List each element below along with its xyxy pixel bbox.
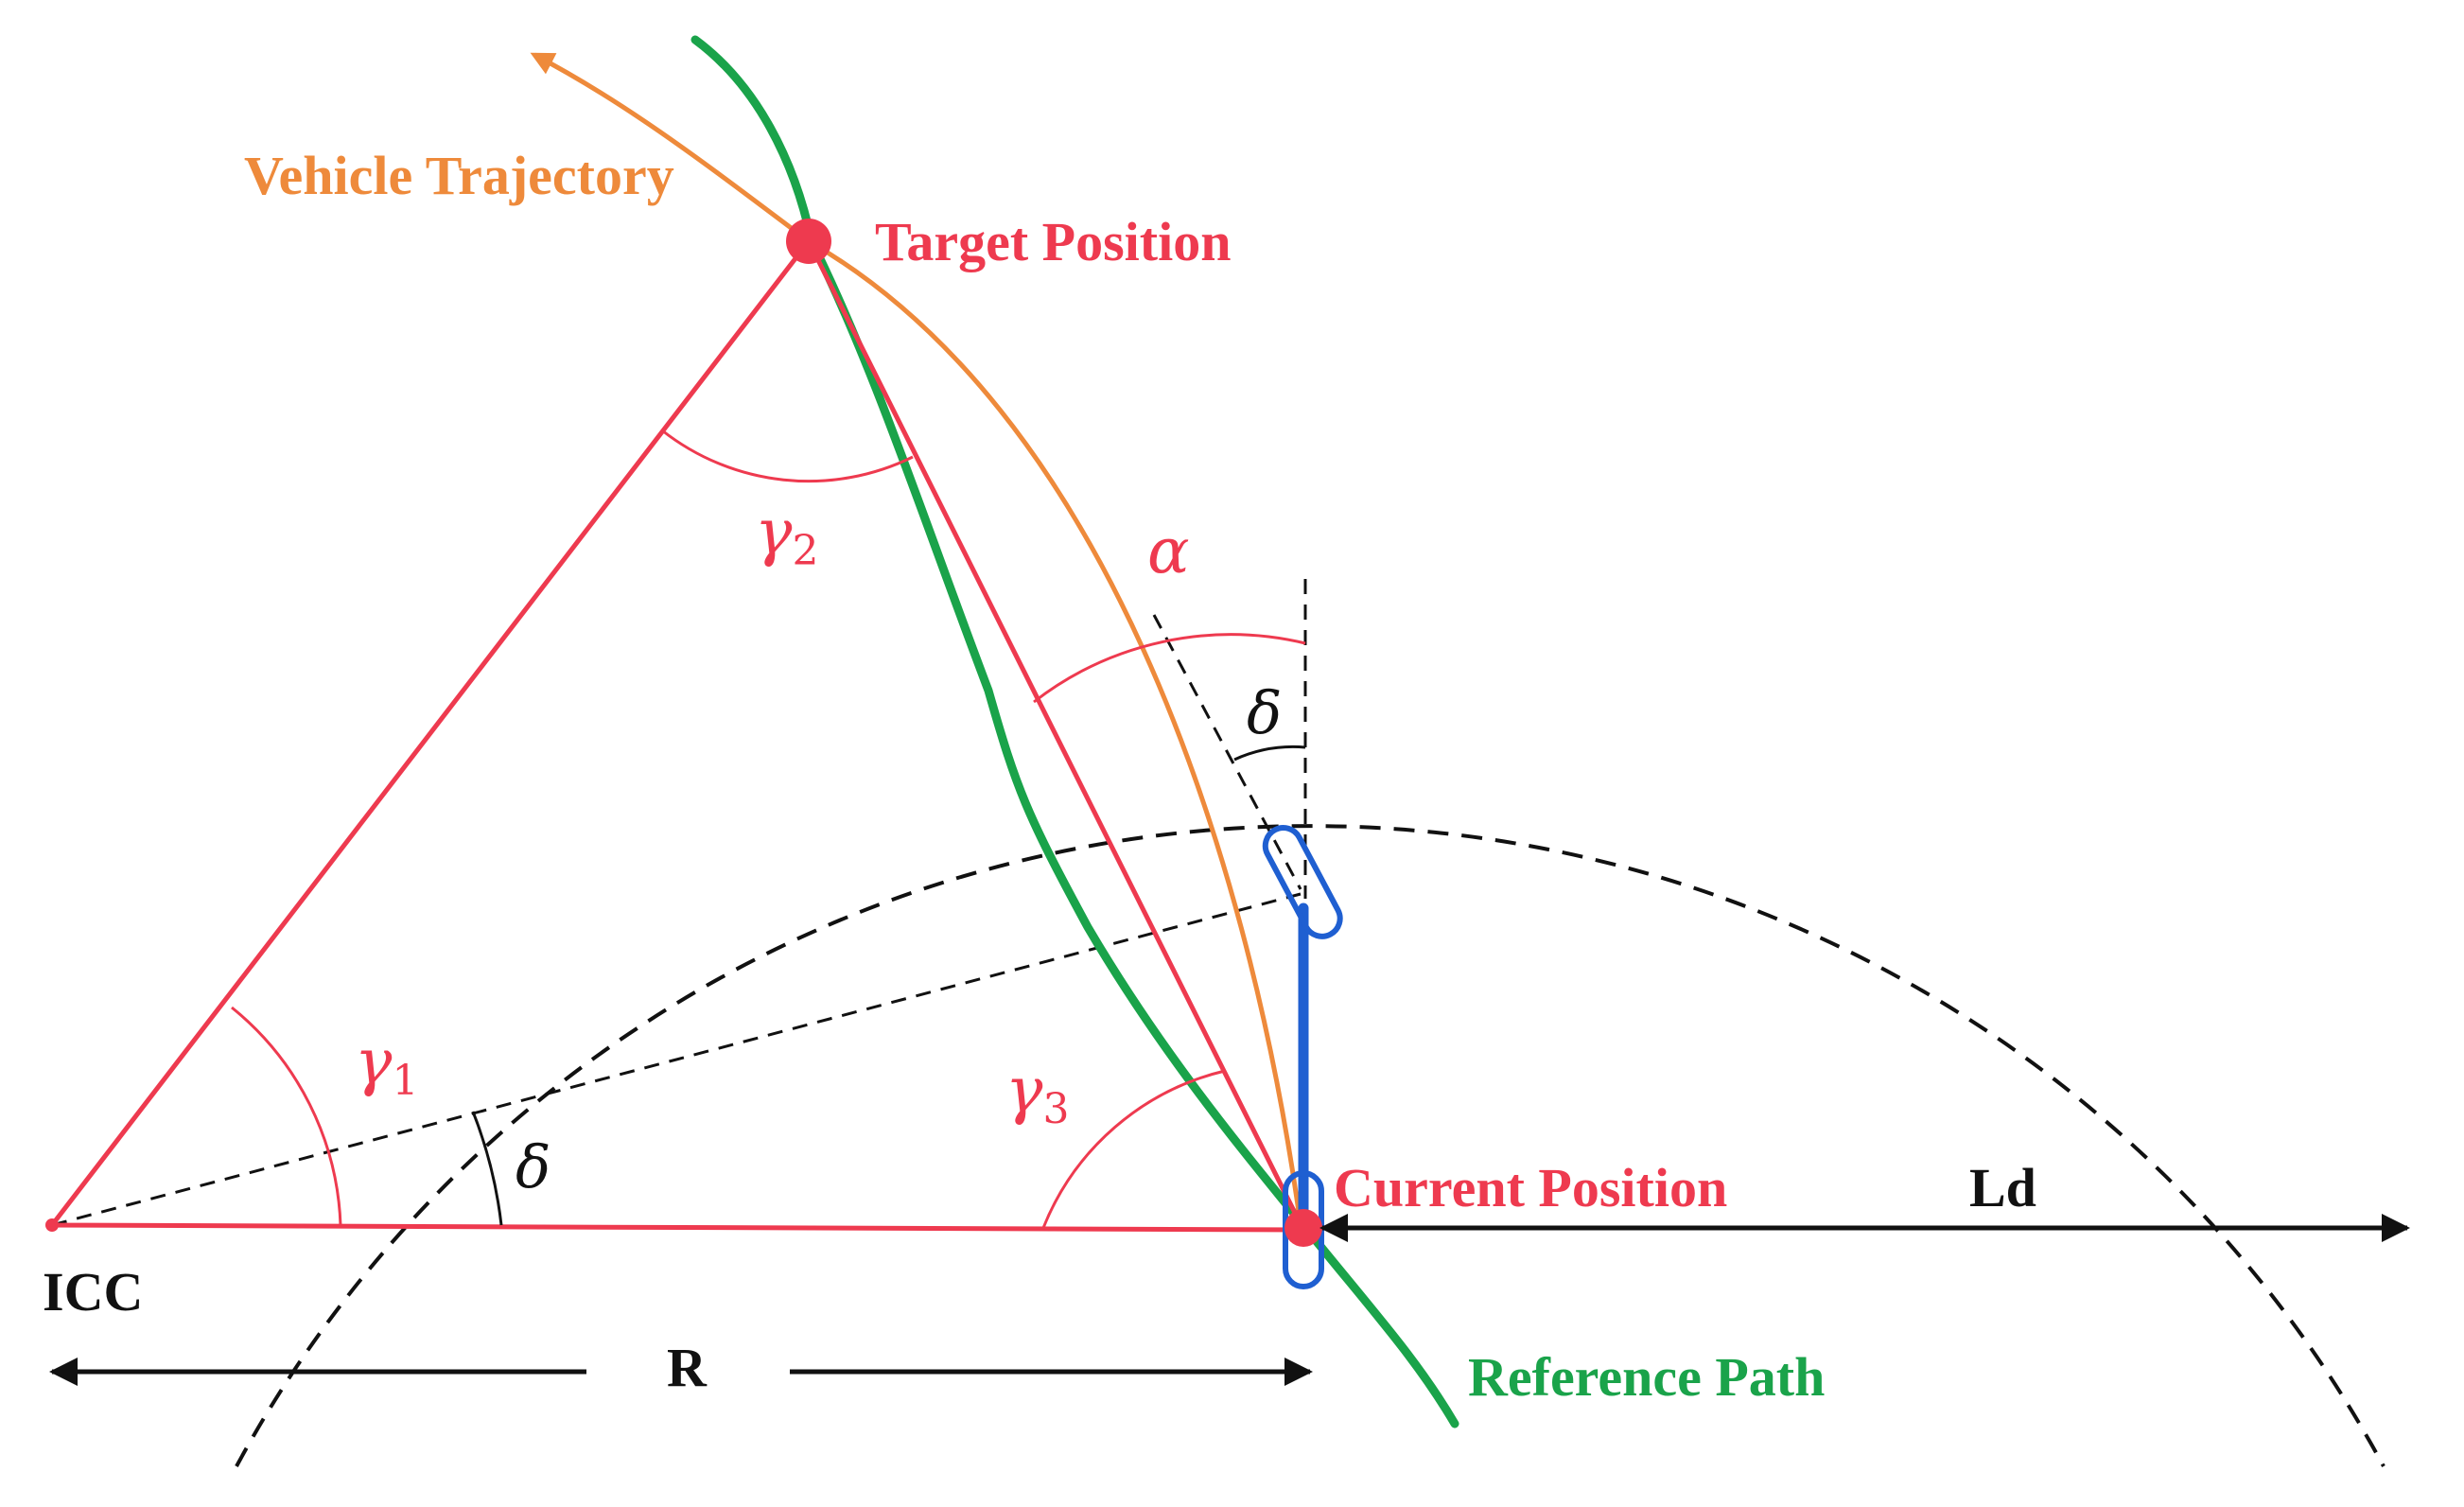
lookahead-circle xyxy=(235,824,2385,1467)
target-position-point xyxy=(786,219,831,264)
vehicle-trajectory-label: Vehicle Trajectory xyxy=(244,145,674,206)
delta-icc-label: δ xyxy=(516,1132,550,1201)
alpha-label: α xyxy=(1147,515,1190,587)
radius-label: R xyxy=(667,1337,708,1398)
gamma1-label: γ1 xyxy=(355,1025,418,1105)
alpha-arc xyxy=(1033,633,1306,704)
icc-to-front-axle-line xyxy=(51,892,1302,1227)
delta-vehicle-arc xyxy=(1233,745,1306,762)
delta-icc-arc xyxy=(471,1111,503,1226)
gamma3-label: γ3 xyxy=(1005,1054,1069,1133)
gamma3-arc xyxy=(1041,1069,1226,1229)
current-position-label: Current Position xyxy=(1334,1157,1727,1218)
icc-label: ICC xyxy=(43,1261,143,1323)
current-position-point xyxy=(1284,1209,1322,1247)
target-position-label: Target Position xyxy=(875,211,1231,272)
gamma2-label: γ2 xyxy=(755,496,818,575)
gamma2-arc xyxy=(661,429,914,483)
reference-path-label: Reference Path xyxy=(1468,1346,1825,1408)
front-wheel xyxy=(1262,825,1343,939)
steering-line xyxy=(1152,614,1302,890)
icc-point xyxy=(45,1218,59,1232)
lookahead-label: Ld xyxy=(1969,1157,2036,1218)
gamma1-arc xyxy=(231,1006,342,1226)
geometry-triangle xyxy=(46,237,1308,1233)
delta-vehicle-label: δ xyxy=(1247,678,1282,747)
vehicle-trajectory-curve xyxy=(530,52,1303,1226)
